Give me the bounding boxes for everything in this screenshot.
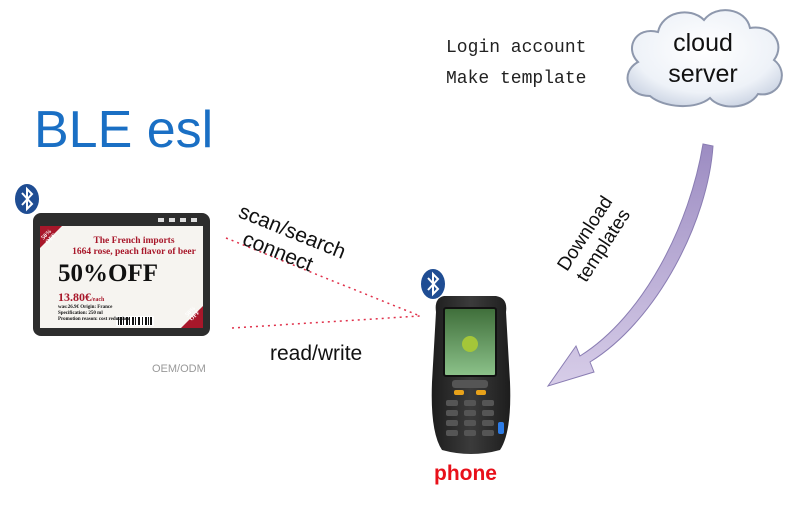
cloud-label: cloud	[673, 29, 733, 57]
esl-heading-1: The French imports	[93, 236, 175, 246]
scan-dotted-line	[225, 237, 421, 317]
esl-detail-3: Promotion reason: cost reduction	[58, 317, 129, 322]
esl-details: was:26.9€ Origin: France Specification: …	[58, 305, 129, 323]
phone-device	[431, 296, 511, 454]
phone-label: phone	[434, 462, 497, 485]
esl-heading-2: 1664 rose, peach flavor of beer	[72, 247, 196, 257]
esl-price-unit: /each	[91, 297, 105, 303]
oem-odm-caption: OEM/ODM	[152, 363, 206, 375]
esl-detail-1: was:26.9€ Origin: France	[58, 305, 113, 310]
server-label: server	[668, 60, 738, 88]
cloud-server-label: cloud server	[638, 28, 768, 90]
cloud-shape	[626, 9, 783, 108]
make-template-text: Make template	[446, 69, 587, 89]
esl-heading: The French imports 1664 rose, peach flav…	[72, 236, 196, 258]
esl-label-device	[33, 213, 210, 336]
download-arrow	[546, 143, 714, 387]
bluetooth-icon	[421, 269, 445, 299]
esl-price-value: 13.80€	[58, 290, 91, 304]
read-write-label: read/write	[270, 342, 363, 365]
login-account-text: Login account	[446, 38, 587, 58]
esl-detail-2: Specification: 250 ml	[58, 311, 103, 316]
esl-offer: 50%OFF	[58, 260, 158, 287]
cloud-functions: Login account Make template	[446, 33, 586, 95]
bluetooth-icon	[15, 184, 39, 214]
rw-dotted-line	[231, 315, 421, 329]
esl-price: 13.80€/each	[58, 290, 104, 305]
diagram-title: BLE esl	[34, 101, 214, 159]
